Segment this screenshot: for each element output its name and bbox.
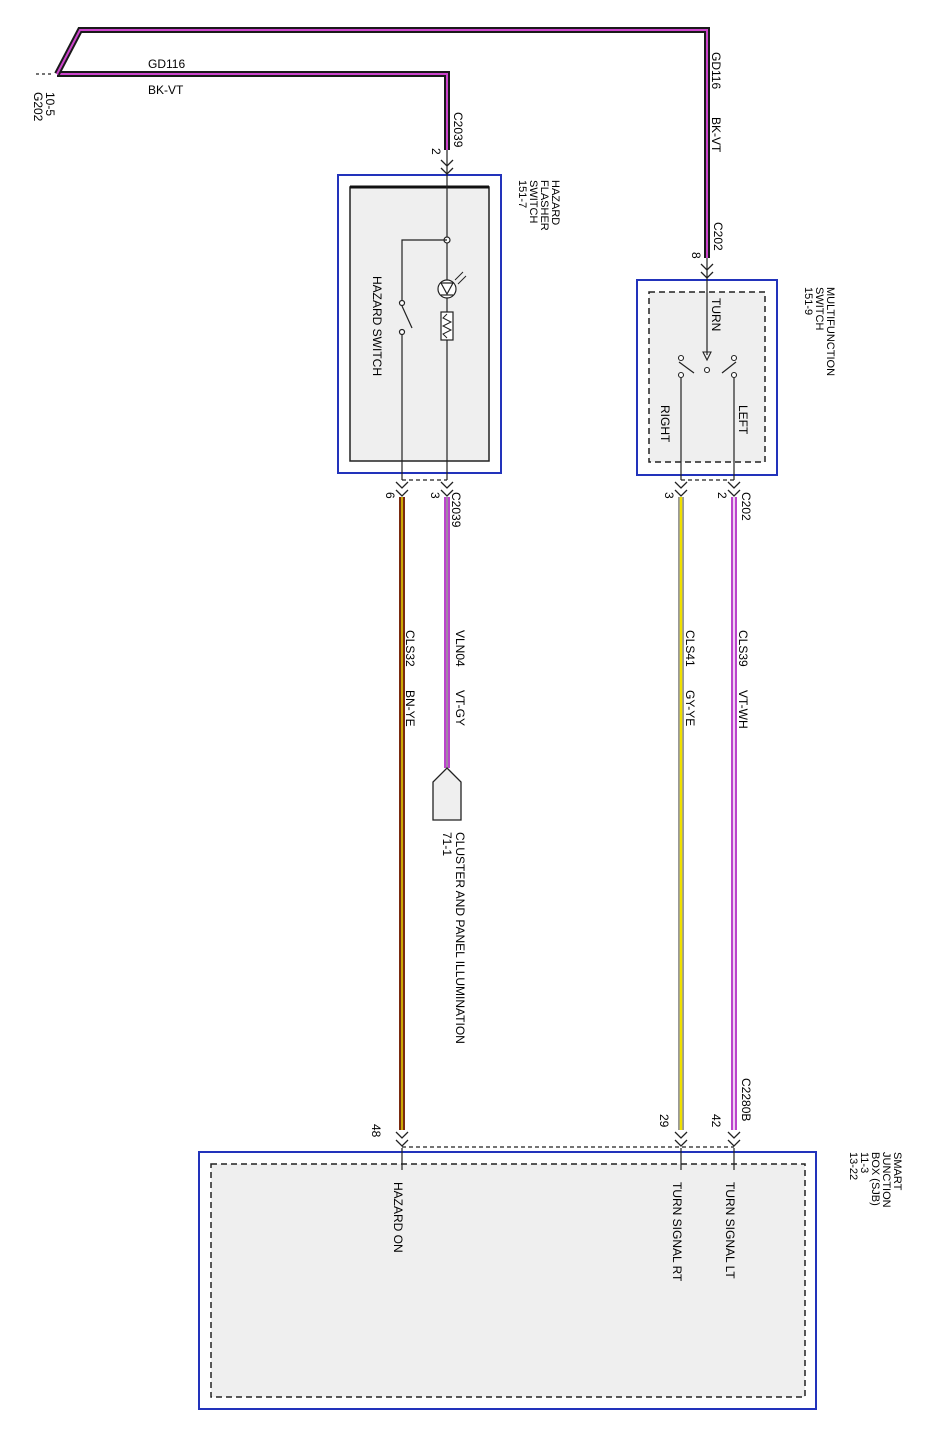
- mfs-left-label: LEFT: [736, 405, 750, 435]
- hazard-switch-label: HAZARD SWITCH: [370, 276, 384, 376]
- cluster-label: CLUSTER AND PANEL ILLUMINATION: [453, 832, 467, 1044]
- connector-c2280b: [395, 1131, 741, 1147]
- led-icon: [437, 271, 467, 299]
- sjb-pin-29: 29: [657, 1114, 671, 1128]
- c202-pin-2: 2: [715, 492, 729, 499]
- hazard-flasher-switch: HAZARD SWITCH: [337, 150, 502, 480]
- vln04-color: VT-GY: [453, 690, 467, 726]
- cluster-page: 71-1: [440, 832, 454, 856]
- connector-c2039-top: [440, 159, 454, 175]
- c202-top-label: C202: [711, 222, 725, 251]
- c2039-top-label: C2039: [451, 112, 465, 148]
- mfs-turn-label: TURN: [709, 298, 723, 331]
- ground-page: 10-5: [43, 92, 57, 116]
- ground-ref: G202: [31, 92, 45, 122]
- sjb-hazard-on-label: HAZARD ON: [391, 1182, 405, 1253]
- connector-c202-top: [700, 263, 714, 279]
- hazard-title-4: 151-7: [516, 180, 528, 208]
- connector-c202-bottom: [674, 479, 741, 497]
- hazard-title-3: SWITCH: [527, 180, 539, 223]
- sjb-title-2: JUNCTION: [880, 1152, 892, 1208]
- c202-bottom-label: C202: [739, 492, 753, 521]
- c202-pin-3: 3: [662, 492, 676, 499]
- connector-c2039-bottom: [395, 479, 454, 497]
- mfs-title-3: 151-9: [802, 287, 814, 315]
- cls32-circuit: CLS32: [403, 630, 417, 667]
- gd116-circuit-right: GD116: [709, 52, 723, 89]
- sjb-turn-rt-label: TURN SIGNAL RT: [670, 1182, 684, 1282]
- c202-top-pin: 8: [689, 252, 703, 259]
- multifunction-switch: TURN RIGHT LEFT: [636, 258, 778, 480]
- sjb-title-3: BOX (SJB): [869, 1152, 881, 1206]
- c2039-pin-6: 6: [383, 492, 397, 499]
- sjb-pin-42: 42: [709, 1114, 723, 1128]
- smart-junction-box: HAZARD ON TURN SIGNAL RT TURN SIGNAL LT: [198, 1146, 817, 1410]
- cls32-color: BN-YE: [403, 690, 417, 727]
- sjb-pin-48: 48: [369, 1124, 383, 1138]
- hazard-title-1: HAZARD: [549, 180, 561, 225]
- cls39-circuit: CLS39: [736, 630, 750, 667]
- c2280b-label: C2280B: [739, 1078, 753, 1121]
- gd116-color-right: BK-VT: [709, 117, 723, 153]
- sjb-turn-lt-label: TURN SIGNAL LT: [723, 1182, 737, 1279]
- gd116-color-left: BK-VT: [148, 83, 184, 97]
- cls41-color: GY-YE: [683, 690, 697, 726]
- mfs-right-label: RIGHT: [658, 405, 672, 443]
- wire-gd116: [54, 27, 710, 258]
- cls39-color: VT-WH: [736, 690, 750, 729]
- cls41-circuit: CLS41: [683, 630, 697, 667]
- c2039-bottom-label: C2039: [449, 492, 463, 528]
- mfs-title-2: SWITCH: [813, 287, 825, 330]
- c2039-top-pin: 2: [429, 148, 443, 155]
- cluster-connector-icon: [432, 767, 462, 821]
- mfs-title-1: MULTIFUNCTION: [824, 287, 836, 376]
- hazard-title-2: FLASHER: [538, 180, 550, 231]
- resistor-icon: [440, 311, 454, 341]
- c2039-pin-3: 3: [428, 492, 442, 499]
- sjb-title-5: 13-22: [847, 1152, 859, 1180]
- vln04-circuit: VLN04: [453, 630, 467, 667]
- sjb-title-4: 11-3: [858, 1152, 870, 1173]
- gd116-circuit-left: GD116: [148, 57, 185, 71]
- sjb-title-1: SMART: [891, 1152, 903, 1191]
